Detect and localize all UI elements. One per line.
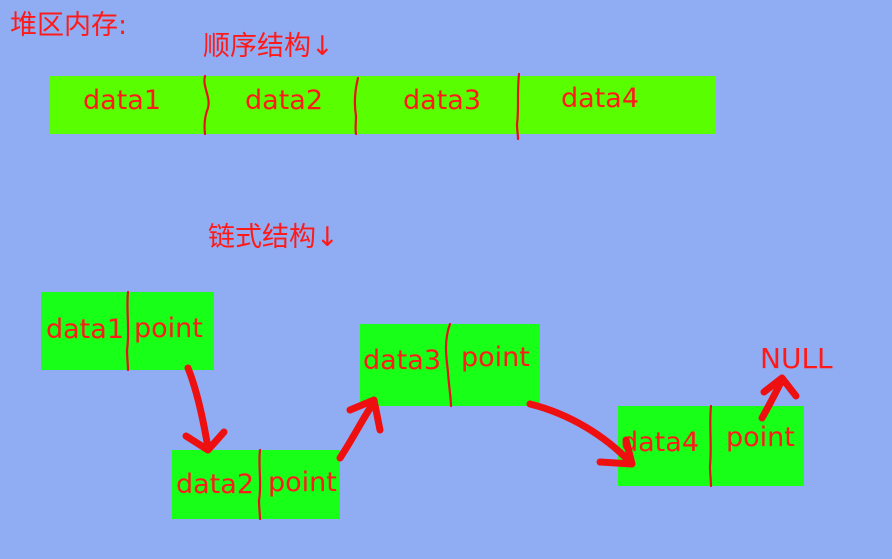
linked-node-1: data1 point [41, 292, 214, 370]
linked-node-2: data2 point [172, 450, 340, 519]
sequential-cell-data3: data3 [403, 85, 481, 116]
null-terminator-label: NULL [760, 342, 833, 375]
node-2-pointer: point [268, 467, 337, 498]
node-3-data: data3 [363, 345, 441, 376]
sequential-cell-data2: data2 [245, 85, 323, 116]
node-4-pointer: point [726, 422, 795, 453]
arrow-node1-to-node2 [184, 364, 212, 452]
arrow-node3-to-node4-head [596, 436, 636, 468]
sequential-array-block: data1 data2 data3 data4 [50, 76, 716, 134]
node-3-divider [444, 322, 453, 408]
node-1-data: data1 [46, 314, 124, 345]
sequential-structure-heading: 顺序结构↓ [203, 31, 334, 62]
sequential-divider-3 [515, 72, 521, 141]
sequential-divider-2 [353, 76, 360, 136]
arrow-node4-to-null-head [760, 374, 800, 400]
node-1-divider [125, 290, 130, 372]
sequential-cell-data4: data4 [561, 83, 639, 114]
node-4-data: data4 [621, 427, 699, 458]
arrow-node2-to-node3-head [346, 396, 384, 434]
node-1-pointer: point [134, 313, 203, 344]
node-2-data: data2 [176, 469, 254, 500]
arrow-node1-to-node2-head [182, 428, 228, 454]
node-2-divider [257, 448, 262, 521]
linked-structure-heading: 链式结构↓ [208, 222, 339, 253]
sequential-divider-1 [203, 74, 210, 136]
arrow-node3-to-node4 [526, 400, 634, 466]
heap-memory-title: 堆区内存: [10, 10, 128, 41]
node-4-divider [708, 404, 713, 488]
sequential-cell-data1: data1 [83, 85, 161, 116]
node-3-pointer: point [461, 342, 530, 373]
arrow-node2-to-node3 [336, 398, 378, 462]
